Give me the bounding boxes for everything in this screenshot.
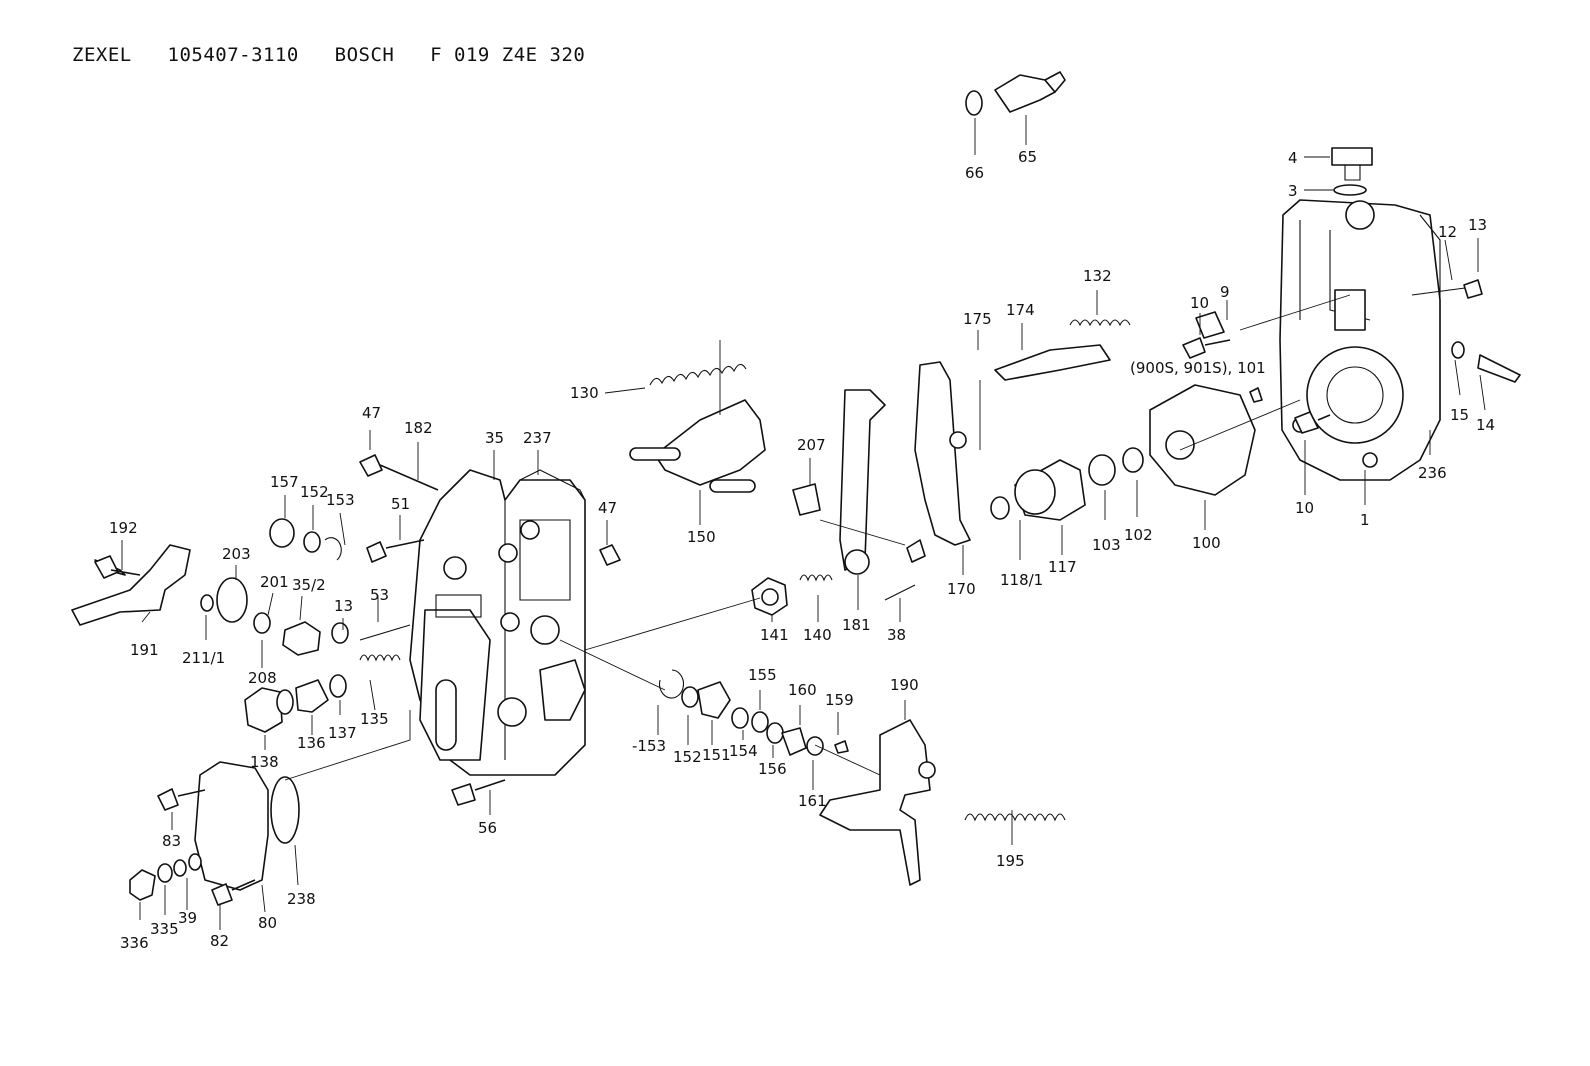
nut-141 xyxy=(751,577,788,616)
lever-190 xyxy=(819,719,936,886)
callout-155: 155 xyxy=(748,666,777,684)
callout-14: 14 xyxy=(1476,416,1495,434)
callout-117: 117 xyxy=(1048,558,1077,576)
sleeve-parts xyxy=(658,669,824,756)
banjo-fitting-65 xyxy=(965,71,1066,116)
levers-181-170 xyxy=(839,361,971,575)
callout-56: 56 xyxy=(478,819,497,837)
callout-1: 1 xyxy=(1360,511,1370,529)
callout-138: 138 xyxy=(250,753,279,771)
bolts xyxy=(94,279,1521,906)
governor-housing xyxy=(409,469,586,776)
callout-82: 82 xyxy=(210,932,229,950)
callout-137: 137 xyxy=(328,724,357,742)
callout-203: 203 xyxy=(222,545,251,563)
callout-336: 336 xyxy=(120,934,149,952)
callout-47-left: 47 xyxy=(362,404,381,422)
callout-13-right: 13 xyxy=(1468,216,1487,234)
callout-335: 335 xyxy=(150,920,179,938)
plate-174 xyxy=(994,344,1111,381)
callout-103: 103 xyxy=(1092,536,1121,554)
callout-151: 151 xyxy=(702,746,731,764)
callout-4: 4 xyxy=(1288,149,1298,167)
callout-leaders xyxy=(121,115,1486,930)
callout-141: 141 xyxy=(760,626,789,644)
callout-53: 53 xyxy=(370,586,389,604)
callout-157: 157 xyxy=(270,473,299,491)
callout-150: 150 xyxy=(687,528,716,546)
callout-65: 65 xyxy=(1018,148,1037,166)
callout-238: 238 xyxy=(287,890,316,908)
axis-lines xyxy=(284,294,1351,781)
callout-190: 190 xyxy=(890,676,919,694)
callout-47-right: 47 xyxy=(598,499,617,517)
ring-parts xyxy=(200,577,349,656)
callout-207: 207 xyxy=(797,436,826,454)
callout-3: 3 xyxy=(1288,182,1298,200)
bottom-cover xyxy=(129,761,300,901)
callout-195: 195 xyxy=(996,852,1025,870)
callout-51: 51 xyxy=(391,495,410,513)
callout-136: 136 xyxy=(297,734,326,752)
adjust-screw-135 xyxy=(244,674,347,733)
callout-132: 132 xyxy=(1083,267,1112,285)
callout-237: 237 xyxy=(523,429,552,447)
callout-156: 156 xyxy=(758,760,787,778)
callout-208: 208 xyxy=(248,669,277,687)
callout-175: 175 xyxy=(963,310,992,328)
callout-labels: 66 65 4 3 13 12 10 9 (900S, 901S), 101 1… xyxy=(109,148,1495,952)
callout-15: 15 xyxy=(1450,406,1469,424)
callout-170: 170 xyxy=(947,580,976,598)
callout-10-top: 10 xyxy=(1190,294,1209,312)
control-lever-191 xyxy=(71,544,191,626)
callout-135: 135 xyxy=(360,710,389,728)
callout-153-upper: 153 xyxy=(326,491,355,509)
diagram-title: ZEXEL 105407-3110 BOSCH F 019 Z4E 320 xyxy=(72,44,586,66)
callout-12: 12 xyxy=(1438,223,1457,241)
callout-100: 100 xyxy=(1192,534,1221,552)
callout-80: 80 xyxy=(258,914,277,932)
callout-35-2: 35/2 xyxy=(292,576,326,594)
callout-154: 154 xyxy=(729,742,758,760)
callout-174: 174 xyxy=(1006,301,1035,319)
lever-150 xyxy=(629,399,766,493)
callout-182: 182 xyxy=(404,419,433,437)
flyweight-assembly xyxy=(990,384,1256,521)
springs xyxy=(359,319,1131,822)
plug-4 xyxy=(1331,147,1373,196)
callout-9: 9 xyxy=(1220,283,1230,301)
callout-153-lower: -153 xyxy=(632,737,666,755)
callout-900s-101: (900S, 901S), 101 xyxy=(1130,359,1266,377)
callout-102: 102 xyxy=(1124,526,1153,544)
callout-140: 140 xyxy=(803,626,832,644)
callout-66: 66 xyxy=(965,164,984,182)
callout-160: 160 xyxy=(788,681,817,699)
callout-201: 201 xyxy=(260,573,289,591)
callout-13-left: 13 xyxy=(334,597,353,615)
callout-192: 192 xyxy=(109,519,138,537)
callout-38: 38 xyxy=(887,626,906,644)
callout-211-1: 211/1 xyxy=(182,649,225,667)
callout-161: 161 xyxy=(798,792,827,810)
callout-130: 130 xyxy=(570,384,599,402)
callout-236: 236 xyxy=(1418,464,1447,482)
callout-181: 181 xyxy=(842,616,871,634)
callout-83: 83 xyxy=(162,832,181,850)
callout-10-bottom: 10 xyxy=(1295,499,1314,517)
callout-118-1: 118/1 xyxy=(1000,571,1043,589)
callout-152-upper: 152 xyxy=(300,483,329,501)
callout-35: 35 xyxy=(485,429,504,447)
small-parts-157 xyxy=(269,518,342,561)
callout-191: 191 xyxy=(130,641,159,659)
callout-152-lower: 152 xyxy=(673,748,702,766)
callout-159: 159 xyxy=(825,691,854,709)
callout-39: 39 xyxy=(178,909,197,927)
pump-housing xyxy=(1279,199,1441,481)
